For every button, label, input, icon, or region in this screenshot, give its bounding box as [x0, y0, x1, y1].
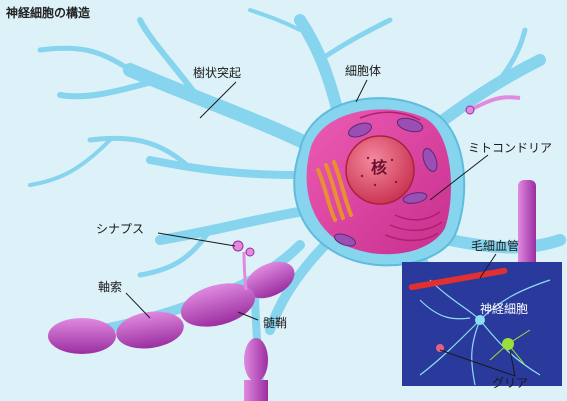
label-mitochondria: ミトコンドリア — [468, 141, 552, 155]
label-nucleus: 核 — [371, 161, 387, 175]
label-axon: 軸索 — [98, 280, 122, 294]
label-nerve-cell: 神経細胞 — [480, 302, 528, 316]
label-cell-body: 細胞体 — [345, 64, 381, 78]
diagram-title: 神経細胞の構造 — [6, 6, 90, 20]
label-glia: グリア — [492, 376, 528, 390]
inset — [402, 262, 562, 386]
label-synapse: シナプス — [96, 222, 144, 236]
label-myelin-sheath: 髄鞘 — [263, 316, 287, 330]
label-dendrite: 樹状突起 — [193, 66, 241, 80]
label-capillary: 毛細血管 — [471, 239, 519, 253]
